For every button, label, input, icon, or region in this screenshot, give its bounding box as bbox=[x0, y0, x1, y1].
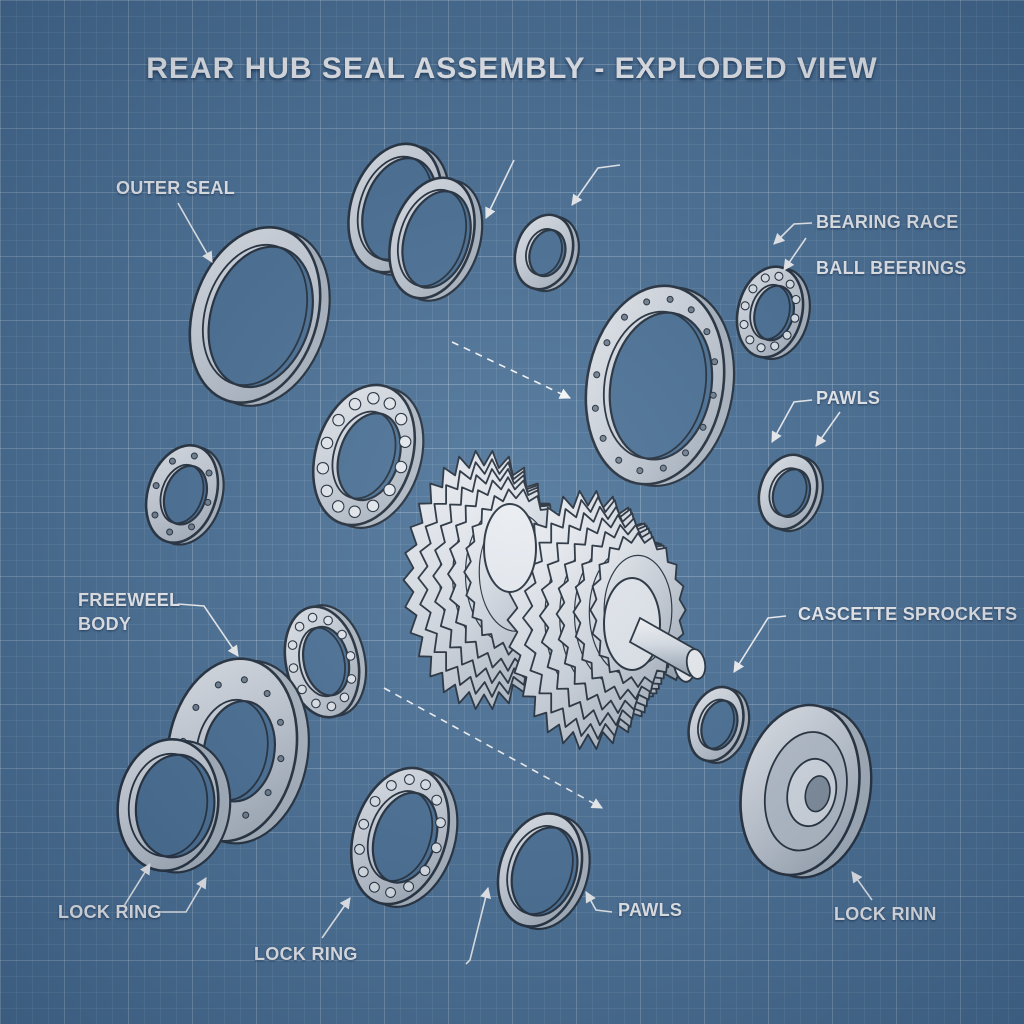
parts-layer bbox=[116, 142, 873, 931]
leader-lock-ring-bottom bbox=[321, 897, 351, 939]
part-top-ring-b bbox=[388, 176, 484, 302]
leader-lines bbox=[123, 159, 873, 965]
label-freewheel-body-line1: FREEWEEL bbox=[78, 590, 181, 610]
leader-pawls-1 bbox=[771, 399, 813, 443]
leader-outer-seal bbox=[177, 202, 213, 263]
part-bearing-race-right bbox=[735, 265, 811, 361]
part-small-seal-left bbox=[144, 444, 225, 546]
leader-lock-ring-right bbox=[851, 871, 873, 901]
leader-lock-ring-left-2 bbox=[160, 877, 207, 913]
label-bearing-race: BEARING RACE bbox=[816, 212, 959, 232]
part-outer-seal bbox=[188, 225, 331, 407]
part-small-seal-right-low bbox=[687, 685, 751, 764]
part-bearing-left-upper bbox=[311, 383, 425, 529]
label-ball-bearings: BALL BEERINGS bbox=[816, 258, 967, 278]
part-lock-ring-left bbox=[116, 737, 232, 874]
part-flange-disk-right bbox=[584, 284, 736, 488]
label-lock-ring-bottom: LOCK RING bbox=[254, 944, 358, 964]
part-top-small-seal bbox=[513, 213, 580, 293]
label-outer-seal: OUTER SEAL bbox=[116, 178, 236, 198]
diagram-title: REAR HUB SEAL ASSEMBLY - EXPLODED VIEW bbox=[146, 52, 878, 85]
leader-pawls-2 bbox=[815, 411, 841, 447]
part-cassette-hub bbox=[402, 450, 707, 750]
label-pawls-upper: PAWLS bbox=[816, 388, 881, 408]
part-bearing-bottom-left bbox=[349, 766, 459, 908]
leader-center-bottom bbox=[465, 886, 491, 965]
label-pawls-bottom: PAWLS bbox=[618, 900, 683, 920]
leader-ball-bearings bbox=[783, 237, 807, 271]
part-seal-bottom-center bbox=[496, 812, 591, 931]
part-bearing-left-mid bbox=[283, 604, 368, 719]
leader-top-small bbox=[571, 164, 621, 206]
label-lock-ring-left: LOCK RING bbox=[58, 902, 162, 922]
leader-freewheel bbox=[177, 603, 239, 657]
leader-bearing-race bbox=[773, 222, 813, 245]
label-lock-ring-right: LOCK RINN bbox=[834, 904, 937, 924]
label-freewheel-body-line2: BODY bbox=[78, 614, 132, 634]
leader-cassette bbox=[733, 615, 787, 673]
leader-top-pair bbox=[485, 159, 515, 220]
part-lock-ring-cap-right bbox=[739, 703, 873, 879]
leader-lock-ring-left-1 bbox=[123, 863, 151, 907]
dashed-guide-lower bbox=[383, 687, 603, 809]
dashed-guide-upper bbox=[451, 341, 572, 399]
part-pawl-seal-right bbox=[757, 453, 824, 533]
label-cassette-sprockets: CASCETTE SPROCKETS bbox=[798, 604, 1018, 624]
label-freewheel-body: FREEWEEL BODY bbox=[78, 588, 180, 636]
leader-pawls-bottom bbox=[585, 891, 613, 913]
